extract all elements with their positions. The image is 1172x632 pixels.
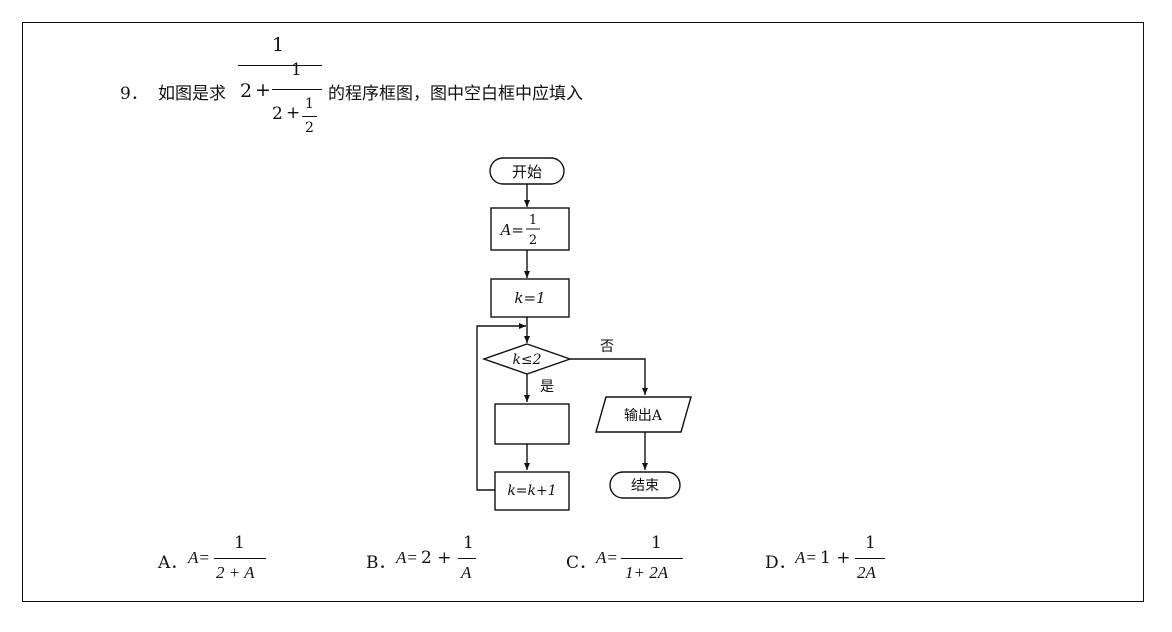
blank-box	[494, 403, 570, 445]
inner-plus: +	[286, 103, 301, 123]
innermost-fraction-bar	[302, 116, 317, 117]
question-prompt-after: 的程序框图，图中空白框中应填入	[328, 84, 583, 104]
init-a-den: 2	[529, 233, 537, 248]
option-c-den: 1+ 2A	[625, 563, 669, 582]
option-b-pre: 2 +	[421, 548, 452, 568]
option-c-bar	[621, 558, 683, 560]
yes-label: 是	[540, 379, 554, 395]
inner-denominator-two: 2	[272, 104, 283, 124]
option-b-den: A	[461, 563, 472, 582]
innermost-denominator: 2	[305, 120, 314, 136]
question-prompt-before: 如图是求	[158, 84, 226, 104]
condition-label: k≤2	[512, 352, 541, 368]
inner-fraction-bar	[272, 89, 322, 91]
outer-numerator: 1	[272, 34, 285, 56]
question-number: 9．	[120, 84, 148, 104]
option-d-lhs: A=	[795, 548, 817, 567]
option-c-letter: C．	[566, 553, 597, 573]
init-k-label: k=1	[514, 289, 545, 307]
start-label: 开始	[512, 163, 542, 181]
init-a-lhs: A=	[499, 221, 524, 239]
increment-label: k=k+1	[507, 483, 556, 499]
expr-plus: +	[255, 79, 271, 101]
init-a-box	[490, 207, 570, 251]
option-b-lhs: A=	[396, 548, 418, 567]
option-c-lhs: A=	[596, 548, 618, 567]
option-a-letter: A．	[158, 553, 188, 573]
outer-fraction-bar	[238, 65, 322, 67]
option-b-letter: B．	[366, 553, 396, 573]
option-a-bar	[214, 558, 266, 560]
inner-numerator: 1	[291, 60, 302, 80]
option-d-pre: 1 +	[820, 548, 851, 568]
innermost-numerator: 1	[305, 96, 314, 112]
end-label: 结束	[631, 478, 659, 494]
no-label: 否	[600, 339, 614, 355]
option-c-num: 1	[651, 533, 662, 553]
init-a-num: 1	[529, 213, 537, 228]
output-label: 输出A	[624, 408, 663, 424]
output-parallelogram	[595, 396, 692, 433]
option-d-letter: D．	[765, 553, 796, 573]
increment-box	[494, 471, 570, 511]
option-a-lhs: A=	[188, 548, 210, 567]
option-b-num: 1	[463, 533, 474, 553]
option-b-bar	[458, 558, 476, 560]
option-d-num: 1	[865, 533, 876, 553]
option-a-num: 1	[234, 533, 245, 553]
expr-two: 2	[240, 80, 253, 102]
option-d-bar	[855, 558, 885, 560]
end-terminal	[609, 471, 681, 499]
question-frame	[22, 22, 1144, 602]
option-a-den: 2 + A	[216, 563, 255, 582]
init-k-box	[490, 278, 570, 318]
option-d-den: 2A	[857, 563, 876, 582]
